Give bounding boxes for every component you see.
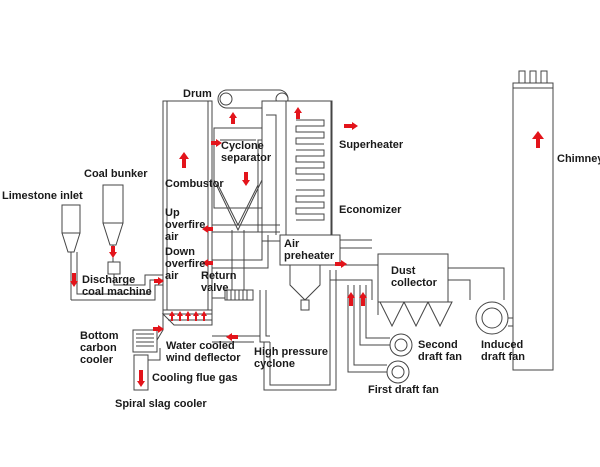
label-spiral-slag-cooler: Spiral slag cooler: [115, 398, 207, 410]
chimney: [512, 70, 554, 371]
first-fan-up-arrow: [347, 292, 355, 306]
label-up-overfire-1: Up: [165, 207, 180, 219]
label-induced-draft-1: Induced: [481, 339, 523, 351]
down-overfire-arrow: [202, 259, 213, 267]
label-up-overfire-2: overfire: [165, 219, 205, 231]
air-supply-pipes: [212, 224, 337, 391]
label-induced-draft-2: draft fan: [481, 351, 525, 363]
return-valve: [212, 289, 254, 301]
cyclone-inlet-arrow: [211, 139, 222, 147]
label-combustor: Combustor: [165, 178, 224, 190]
label-cyclone-1: Cyclone: [221, 140, 264, 152]
label-return-valve-1: Return: [201, 270, 237, 282]
label-limestone-inlet: Limestone inlet: [2, 190, 83, 202]
induced-draft-fan: [475, 267, 513, 335]
label-down-overfire-2: overfire: [165, 258, 205, 270]
label-discharge-1: Discharge: [82, 274, 135, 286]
label-air-preheater-2: preheater: [284, 250, 335, 262]
combustor-up-arrow: [179, 152, 189, 168]
label-bottom-carbon-2: carbon: [80, 342, 117, 354]
label-return-valve-2: valve: [201, 282, 229, 294]
combustor: [162, 100, 213, 315]
preheater-outlet-arrow: [335, 260, 347, 268]
label-first-draft-fan: First draft fan: [368, 384, 439, 396]
deflector-arrow-1: [169, 311, 175, 321]
label-cooling-flue-gas: Cooling flue gas: [152, 372, 238, 384]
deflector-arrow-2: [177, 311, 183, 321]
label-coal-bunker: Coal bunker: [84, 168, 148, 180]
backpass-up-arrow: [294, 107, 302, 119]
label-down-overfire-1: Down: [165, 246, 195, 258]
coal-down-arrow: [109, 246, 117, 258]
deflector-arrow-3: [185, 311, 191, 321]
slag-down-arrow: [137, 370, 145, 387]
second-fan-up-arrow: [359, 292, 367, 306]
limestone-silo: [61, 204, 163, 301]
carbon-cooler-arrow: [153, 325, 164, 333]
label-dust-collector-1: Dust: [391, 265, 416, 277]
label-high-pressure-1: High pressure: [254, 346, 328, 358]
label-dust-collector-2: collector: [391, 277, 438, 289]
up-overfire-arrow: [202, 225, 213, 233]
label-superheater: Superheater: [339, 139, 404, 151]
label-water-cooled-1: Water cooled: [166, 340, 235, 352]
label-second-draft-2: draft fan: [418, 351, 462, 363]
label-up-overfire-3: air: [165, 231, 179, 243]
discharge-coal-machine: [107, 261, 163, 286]
air-preheater: [279, 234, 341, 311]
label-drum: Drum: [183, 88, 212, 100]
bottom-carbon-cooler: [132, 314, 164, 353]
label-economizer: Economizer: [339, 204, 402, 216]
deflector-inlet-arrow: [226, 333, 238, 341]
second-draft-fan: [359, 285, 413, 357]
label-cyclone-2: separator: [221, 152, 272, 164]
deflector-arrow-4: [193, 311, 199, 321]
label-discharge-2: coal machine: [82, 286, 152, 298]
drum-up-arrow: [229, 112, 237, 124]
feed-arrow: [154, 277, 164, 285]
back-pass: [242, 100, 333, 242]
dust-collector: [377, 253, 478, 328]
limestone-down-arrow: [70, 273, 78, 287]
deflector-arrow-5: [201, 311, 207, 321]
label-down-overfire-3: air: [165, 270, 179, 282]
chimney-up-arrow: [532, 131, 544, 148]
label-bottom-carbon-3: cooler: [80, 354, 114, 366]
label-air-preheater-1: Air: [284, 238, 300, 250]
flow-arrows: [70, 107, 367, 387]
first-draft-fan: [347, 285, 410, 384]
cyclone-down-arrow: [242, 172, 250, 186]
superheater-arrow: [344, 122, 358, 130]
label-chimney: Chimney: [557, 153, 600, 165]
label-second-draft-1: Second: [418, 339, 458, 351]
label-high-pressure-2: cyclone: [254, 358, 295, 370]
label-water-cooled-2: wind deflector: [165, 352, 241, 364]
label-bottom-carbon-1: Bottom: [80, 330, 119, 342]
